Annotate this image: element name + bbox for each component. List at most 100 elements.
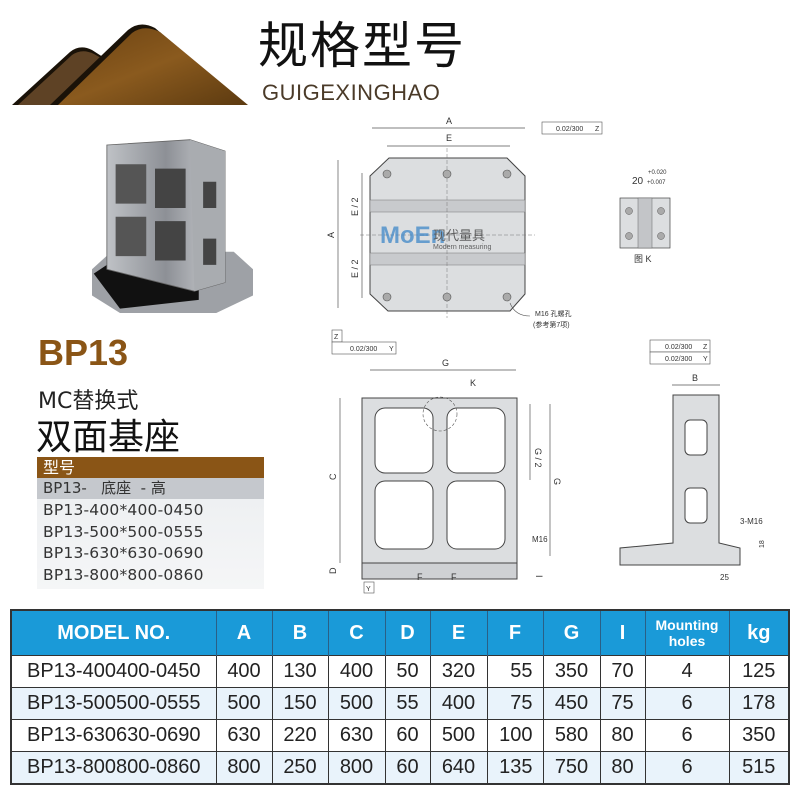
model-number-cell: BP13-400400-0450 (10, 655, 216, 688)
detail-k-drawing: +0.020 20 +0.007 图 K (619, 170, 671, 264)
watermark-logo: MoEn 现代量具 Modern measuring (380, 222, 491, 251)
page-subtitle-pinyin: GUIGEXINGHAO (262, 80, 441, 105)
col-header: D (384, 610, 430, 656)
col-header: Mounting holes (644, 610, 729, 656)
dim-g-label: G (442, 358, 449, 368)
table-cell: 80 (599, 719, 645, 752)
dim-e-half-label: E / 2 (350, 259, 360, 278)
model-number-cell: BP13-500500-0555 (10, 687, 216, 720)
svg-text:现代量具: 现代量具 (433, 228, 485, 243)
holes-label: 3-M16 (740, 517, 763, 526)
model-list: 型号 BP13- 底座 - 高 BP13-400*400-0450 BP13-5… (37, 457, 264, 589)
table-cell: 630 (215, 719, 272, 752)
perpendicularity-tolerance: 0.02/300 (556, 126, 583, 133)
table-cell: 150 (271, 687, 328, 720)
col-header: I (599, 610, 645, 656)
model-number-cell: BP13-800800-0860 (10, 751, 216, 784)
svg-text:MoEn: MoEn (380, 222, 445, 249)
model-series: BP13 (38, 332, 129, 373)
k-callout: K (470, 378, 476, 388)
dim-f-label: F (451, 572, 457, 582)
dim-a-vert-label: A (326, 232, 336, 238)
dim-a-label: A (446, 116, 452, 126)
table-cell: 400 (429, 687, 487, 720)
tol-upper: +0.020 (648, 170, 667, 176)
table-cell: 250 (271, 751, 328, 784)
hole-note: M16 孔螺孔 (535, 309, 572, 318)
table-cell: 55 (486, 655, 543, 688)
dim-d-label: D (328, 567, 338, 574)
col-header: E (429, 610, 487, 656)
table-cell: 135 (486, 751, 543, 784)
table-cell: 220 (271, 719, 328, 752)
table-cell: 350 (728, 719, 789, 752)
table-cell: 70 (599, 655, 645, 688)
dim-e-label: E (446, 133, 452, 143)
table-cell: 50 (384, 655, 430, 688)
table-cell: 630 (327, 719, 385, 752)
table-cell: 800 (215, 751, 272, 784)
technical-drawings: A E A E / 2 E / 2 0.02/300 Z Z 0.02/300 … (326, 116, 766, 594)
dim-25-label: 25 (720, 573, 729, 582)
table-cell: 400 (327, 655, 385, 688)
col-header: G (542, 610, 600, 656)
col-header: MODEL NO. (10, 610, 216, 656)
perpendicularity-tolerance-y: 0.02/300 (350, 346, 377, 353)
datum-z: Z (703, 344, 708, 351)
table-cell: 130 (271, 655, 328, 688)
model-list-heading: 型号 (37, 457, 264, 478)
table-cell: 6 (644, 719, 729, 752)
table-cell: 500 (215, 687, 272, 720)
table-header-row: MODEL NO. A B C D E F G I Mounting holes… (10, 610, 789, 656)
col-header: kg (728, 610, 789, 656)
col-header: B (271, 610, 328, 656)
datum-y: Y (389, 346, 394, 353)
product-name: 双面基座 (36, 417, 181, 458)
table-cell: 800 (327, 751, 385, 784)
table-cell: 350 (542, 655, 600, 688)
datum-z: Z (595, 126, 600, 133)
top-view-drawing: A E A E / 2 E / 2 0.02/300 Z Z 0.02/300 … (326, 116, 603, 355)
datum-y-flag: Y (366, 586, 371, 593)
dim-g-vert-label: G (552, 478, 562, 485)
spec-table: MODEL NO. A B C D E F G I Mounting holes… (10, 609, 790, 785)
table-cell: 55 (384, 687, 430, 720)
table-cell: 400 (215, 655, 272, 688)
datum-y: Y (703, 356, 708, 363)
table-cell: 60 (384, 751, 430, 784)
list-item: BP13-800*800-0860 (43, 565, 204, 584)
table-cell: 515 (728, 751, 789, 784)
dim-c-label: C (328, 473, 338, 480)
table-cell: 450 (542, 687, 600, 720)
table-cell: 500 (327, 687, 385, 720)
col-header: A (215, 610, 272, 656)
svg-text:Modern measuring: Modern measuring (433, 244, 491, 251)
mountain-logo-icon (12, 24, 248, 106)
table-cell: 500 (429, 719, 487, 752)
table-cell: 75 (486, 687, 543, 720)
list-item: BP13-630*630-0690 (43, 544, 204, 562)
perpendicularity-tolerance: 0.02/300 (665, 356, 692, 363)
table-cell: 60 (384, 719, 430, 752)
dim-f-label: F (417, 572, 423, 582)
table-cell: 4 (644, 655, 729, 688)
table-cell: 125 (728, 655, 789, 688)
list-item: BP13-400*400-0450 (43, 501, 204, 519)
dim-b-label: B (692, 373, 698, 383)
detail-k-caption: 图 K (634, 254, 652, 264)
dim-e-half-label: E / 2 (350, 197, 360, 216)
model-format: BP13- 底座 - 高 (37, 478, 264, 499)
table-cell: 320 (429, 655, 487, 688)
table-cell: 75 (599, 687, 645, 720)
datum-z-flag: Z (334, 334, 339, 341)
table-cell: 580 (542, 719, 600, 752)
m16-label: M16 (532, 535, 548, 544)
front-view-drawing: G K C D G / 2 G M16 I F F Y (328, 358, 562, 594)
table-cell: 6 (644, 687, 729, 720)
table-cell: 640 (429, 751, 487, 784)
page-title: 规格型号 (258, 17, 466, 75)
parallelism-tolerance: 0.02/300 (665, 344, 692, 351)
